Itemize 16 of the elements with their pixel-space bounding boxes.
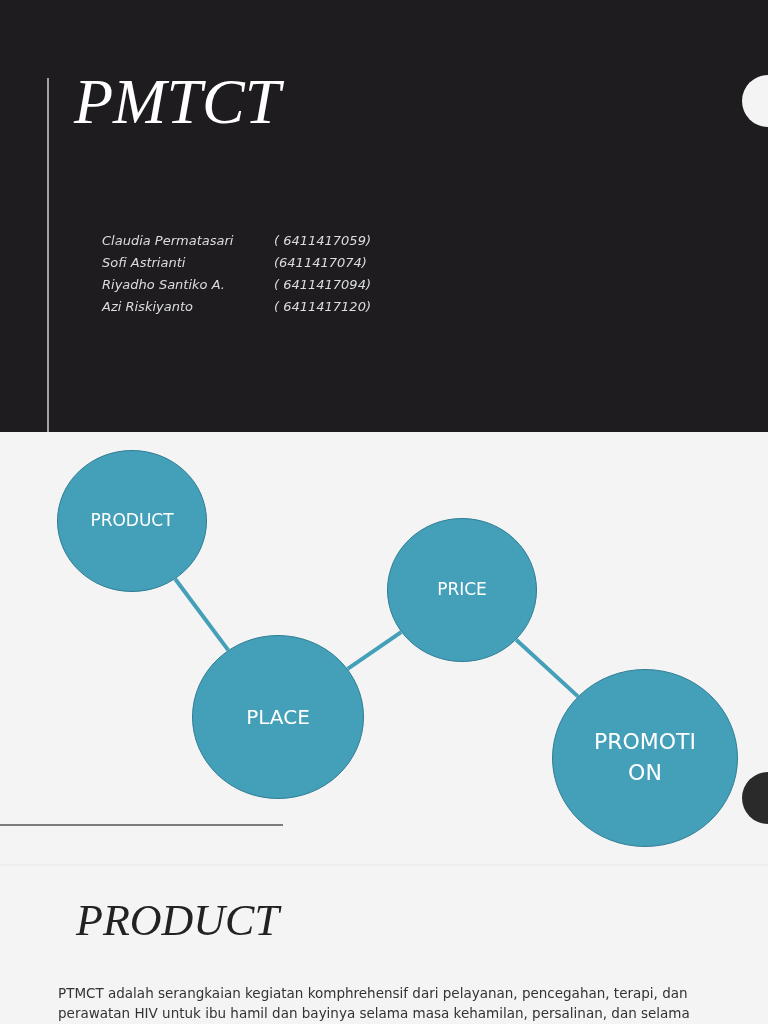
topic-circle: PLACE bbox=[192, 635, 364, 799]
topic-circle: PROMOTI ON bbox=[552, 669, 738, 847]
author-name: Claudia Permatasari bbox=[102, 232, 234, 250]
topic-circle: PRICE bbox=[387, 518, 537, 662]
student-id: ( 6411417094) bbox=[274, 276, 371, 294]
connector-line bbox=[173, 577, 230, 652]
topic-circle: PRODUCT bbox=[57, 450, 207, 592]
body-paragraph: PTMCT adalah serangkaian kegiatan komphrehensif dari pelayanan, pencegahan, terapi, dan perawatan HIV untuk ibu hamil dan bayinya selama masa kehamilan, persalinan, dan selama bbox=[58, 984, 691, 1023]
author-name: Sofi Astrianti bbox=[102, 254, 186, 272]
author-name: Azi Riskiyanto bbox=[102, 298, 193, 316]
author-name: Riyadho Santiko A. bbox=[102, 276, 225, 294]
connector-line bbox=[346, 630, 403, 671]
student-id: ( 6411417059) bbox=[274, 232, 371, 250]
connector-line bbox=[514, 638, 580, 698]
student-id: (6411417074) bbox=[274, 254, 367, 272]
student-id: ( 6411417120) bbox=[274, 298, 371, 316]
